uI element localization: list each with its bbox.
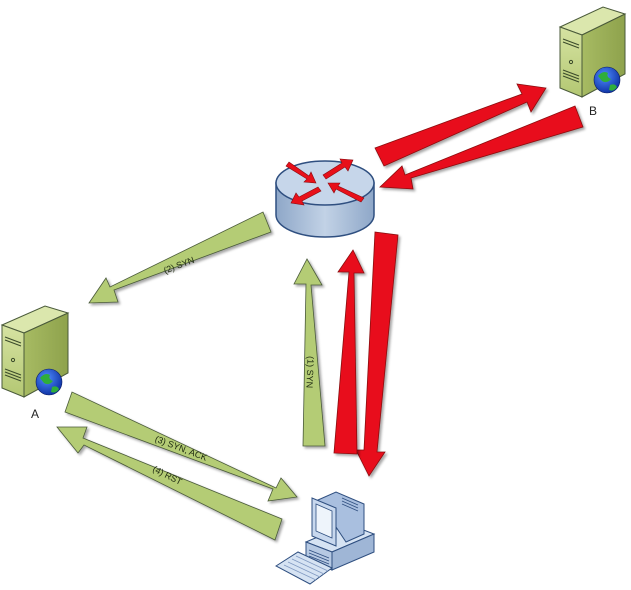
label-step1: (1) SYN — [304, 356, 315, 388]
server-b-node[interactable]: B — [558, 6, 627, 118]
red-arrow-router-to-attacker — [355, 231, 399, 477]
server-front — [1, 324, 25, 398]
green-arrow-step3 — [64, 391, 298, 502]
arrows-layer: (1) SYN (2) SYN (3) SYN, ACK (4) RST — [56, 83, 584, 541]
monitor-screen — [315, 503, 333, 539]
router-node[interactable] — [275, 158, 375, 238]
server-b-label: B — [589, 104, 597, 118]
green-arrow-step4 — [56, 426, 283, 541]
server-a-node[interactable]: A — [0, 305, 70, 421]
red-arrow-router-to-b — [374, 83, 547, 167]
red-arrow-attacker-to-router — [333, 249, 365, 455]
server-front — [559, 26, 583, 98]
monitor-back — [317, 491, 365, 543]
red-arrow-b-to-router — [379, 105, 584, 190]
green-arrow-step1 — [293, 258, 326, 447]
pc-base-side — [331, 533, 375, 571]
server-a-label: A — [31, 407, 39, 421]
green-arrow-step2 — [88, 211, 272, 304]
router-arrows-icon — [285, 158, 365, 206]
attacker-workstation-node[interactable] — [275, 491, 376, 585]
